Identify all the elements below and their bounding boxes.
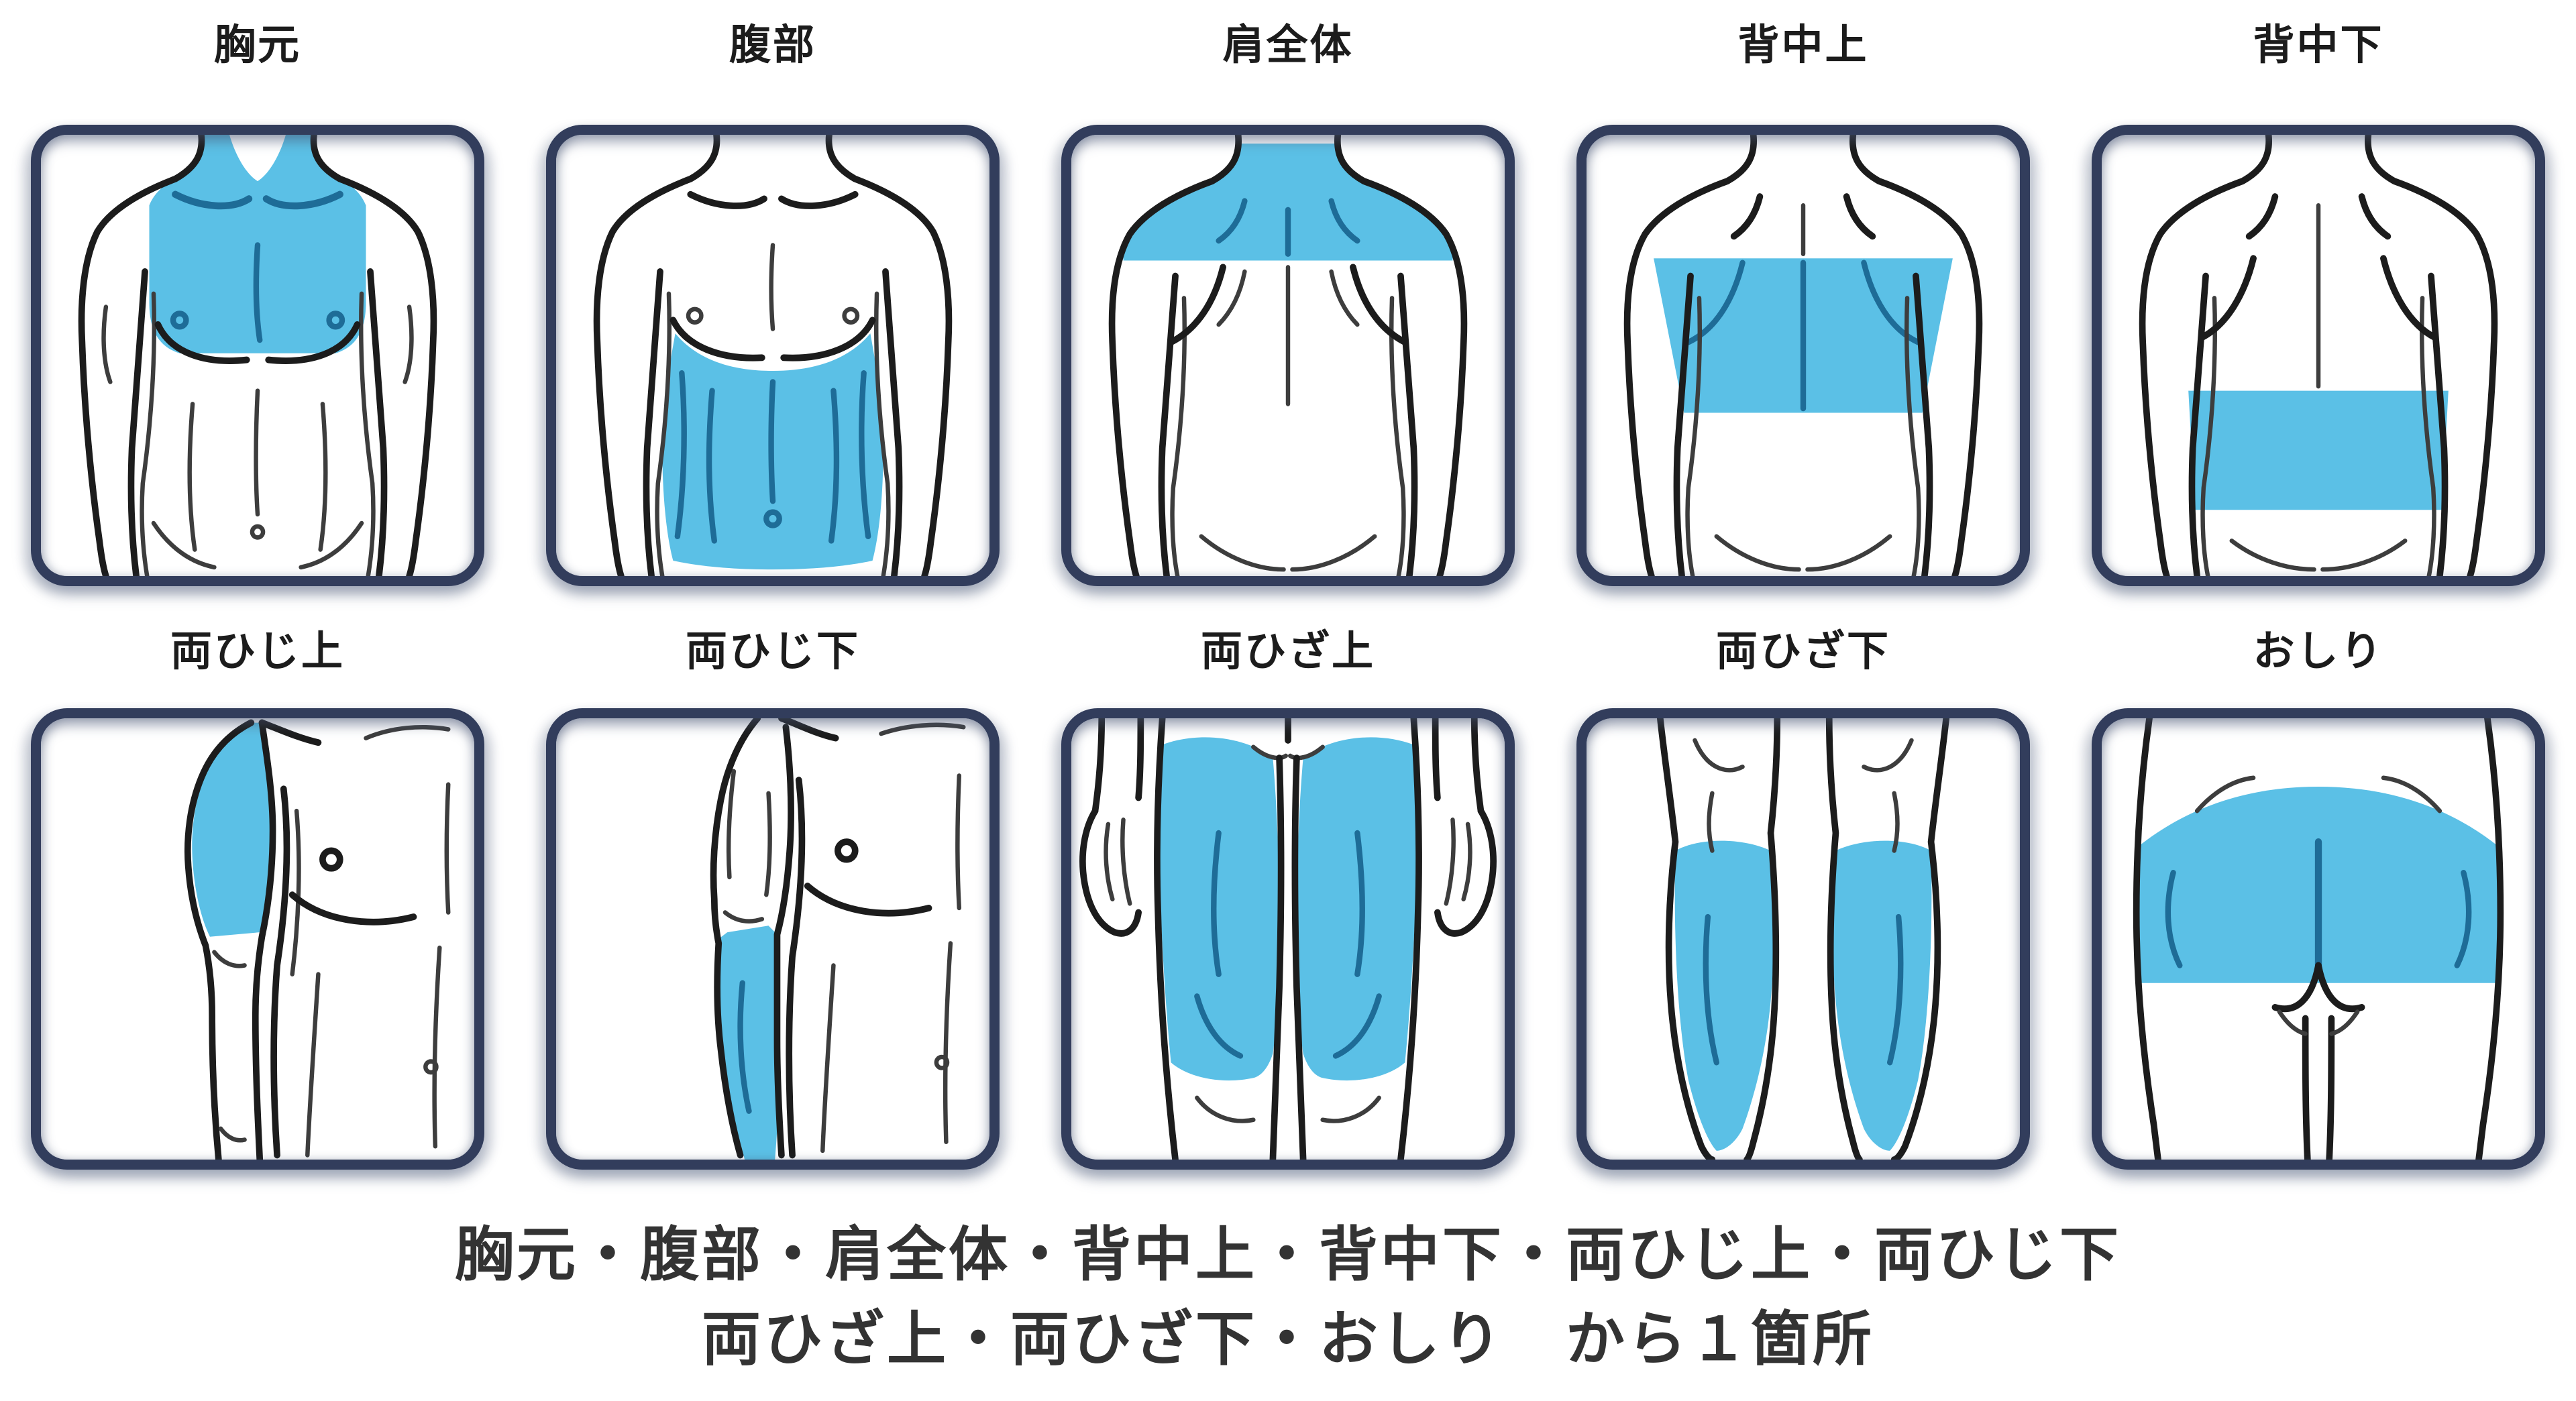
- panel-shoulders: 肩全体: [1030, 17, 1546, 586]
- above-elbows-illustration: [184, 719, 451, 1160]
- panel-below-knees: 両ひざ下: [1546, 586, 2061, 1170]
- panel-above-knees: 両ひざ上: [1030, 586, 1546, 1170]
- panel-label-above-elbows: 両ひじ上: [170, 628, 345, 675]
- panel-label-buttocks: おしり: [2253, 628, 2384, 675]
- below-elbows-illustration: [710, 718, 966, 1160]
- panel-box-lower-back: [2092, 125, 2545, 586]
- above-knees-illustration: [1079, 718, 1497, 1160]
- panel-box-above-knees: [1061, 708, 1515, 1170]
- panel-chest: 胸元: [0, 17, 515, 586]
- panel-box-above-elbows: [31, 708, 484, 1170]
- panel-label-above-knees: 両ひざ上: [1200, 628, 1375, 675]
- panel-buttocks: おしり: [2061, 586, 2576, 1170]
- panel-upper-back: 背中上: [1546, 17, 2061, 586]
- panel-row-1: 胸元: [0, 17, 2576, 586]
- lower-back-illustration: [2139, 135, 2498, 576]
- panel-row-2: 両ひじ上: [0, 586, 2576, 1170]
- panel-box-chest: [31, 125, 484, 586]
- panel-label-below-knees: 両ひざ下: [1715, 628, 1890, 675]
- panel-box-shoulders: [1061, 125, 1515, 586]
- footer-line-2: 両ひざ上・両ひざ下・おしり から１箇所: [701, 1306, 1874, 1372]
- panel-box-abdomen: [546, 125, 1000, 586]
- panel-label-upper-back: 背中上: [1737, 22, 1869, 68]
- panel-box-buttocks: [2092, 708, 2545, 1170]
- buttocks-illustration: [2133, 718, 2504, 1160]
- footer-line-1: 胸元・腹部・肩全体・背中上・背中下・両ひじ上・両ひじ下: [454, 1221, 2121, 1288]
- panel-label-chest: 胸元: [213, 22, 301, 68]
- footer-caption: 胸元・腹部・肩全体・背中上・背中下・両ひじ上・両ひじ下 両ひざ上・両ひざ下・おし…: [0, 1213, 2576, 1382]
- panel-box-below-knees: [1576, 708, 2030, 1170]
- panel-box-below-elbows: [546, 708, 1000, 1170]
- upper-back-illustration: [1623, 135, 1983, 576]
- panel-label-shoulders: 肩全体: [1222, 22, 1354, 68]
- panel-label-lower-back: 背中下: [2253, 22, 2384, 68]
- chest-illustration: [78, 135, 437, 576]
- abdomen-illustration: [593, 135, 953, 576]
- panel-label-abdomen: 腹部: [729, 22, 816, 68]
- panel-label-below-elbows: 両ひじ下: [685, 628, 860, 675]
- panel-abdomen: 腹部: [515, 17, 1030, 586]
- panel-below-elbows: 両ひじ下: [515, 586, 1030, 1170]
- panel-box-upper-back: [1576, 125, 2030, 586]
- shoulders-illustration: [1108, 135, 1468, 576]
- below-knees-illustration: [1656, 718, 1950, 1160]
- panel-above-elbows: 両ひじ上: [0, 586, 515, 1170]
- panel-lower-back: 背中下: [2061, 17, 2576, 586]
